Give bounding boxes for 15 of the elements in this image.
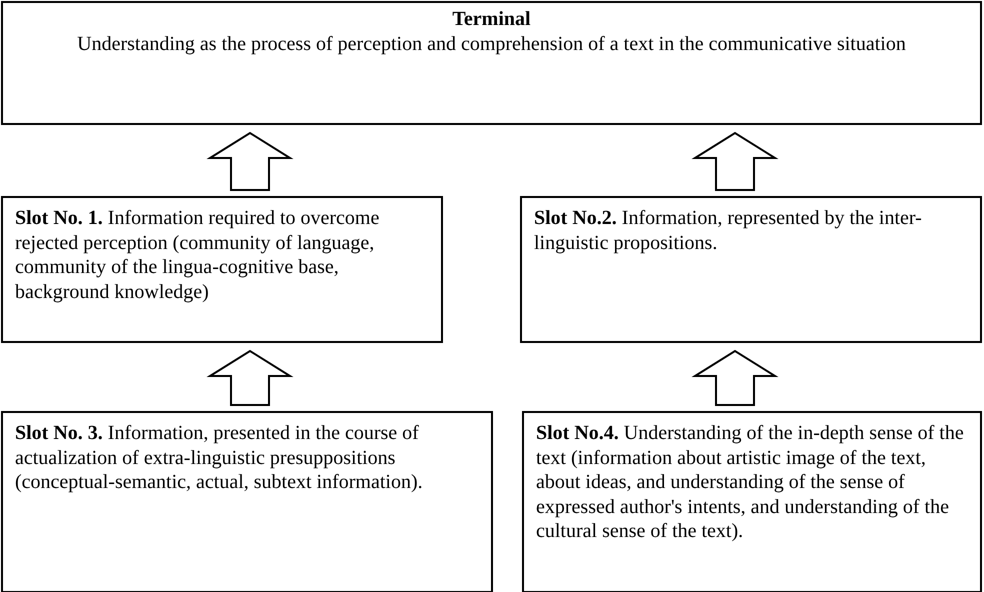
box-text: Slot No. 3. Information, presented in the course of actualization of extra-linguistic presuppositions (conceptual-semantic, actual, subtext information). xyxy=(15,421,424,494)
hollow-arrow xyxy=(206,350,294,406)
box-text: Slot No. 1. Information required to overcome rejected perception (community of language, community of the lingua-cognitive base, background knowledge) xyxy=(15,206,380,304)
terminal-box xyxy=(1,1,982,125)
box-heading: Terminal xyxy=(451,7,532,32)
slot-box xyxy=(520,196,982,343)
box-text: Understanding as the process of perception and comprehension of a text in the communicative situation xyxy=(76,32,907,56)
box-text: Slot No.4. Understanding of the in-depth sense of the text (information about artistic image of the text, about ideas, and understanding of the sense of expressed author's intents, and understanding of the cultural sense of the text). xyxy=(536,421,965,544)
slot-box xyxy=(1,196,443,343)
hollow-arrow xyxy=(206,132,294,191)
slot-box xyxy=(1,411,493,592)
hollow-arrow xyxy=(692,132,778,191)
slot-box xyxy=(522,411,982,592)
box-text: Slot No.2. Information, represented by the inter-linguistic propositions. xyxy=(534,206,923,255)
hollow-arrow xyxy=(692,350,778,406)
